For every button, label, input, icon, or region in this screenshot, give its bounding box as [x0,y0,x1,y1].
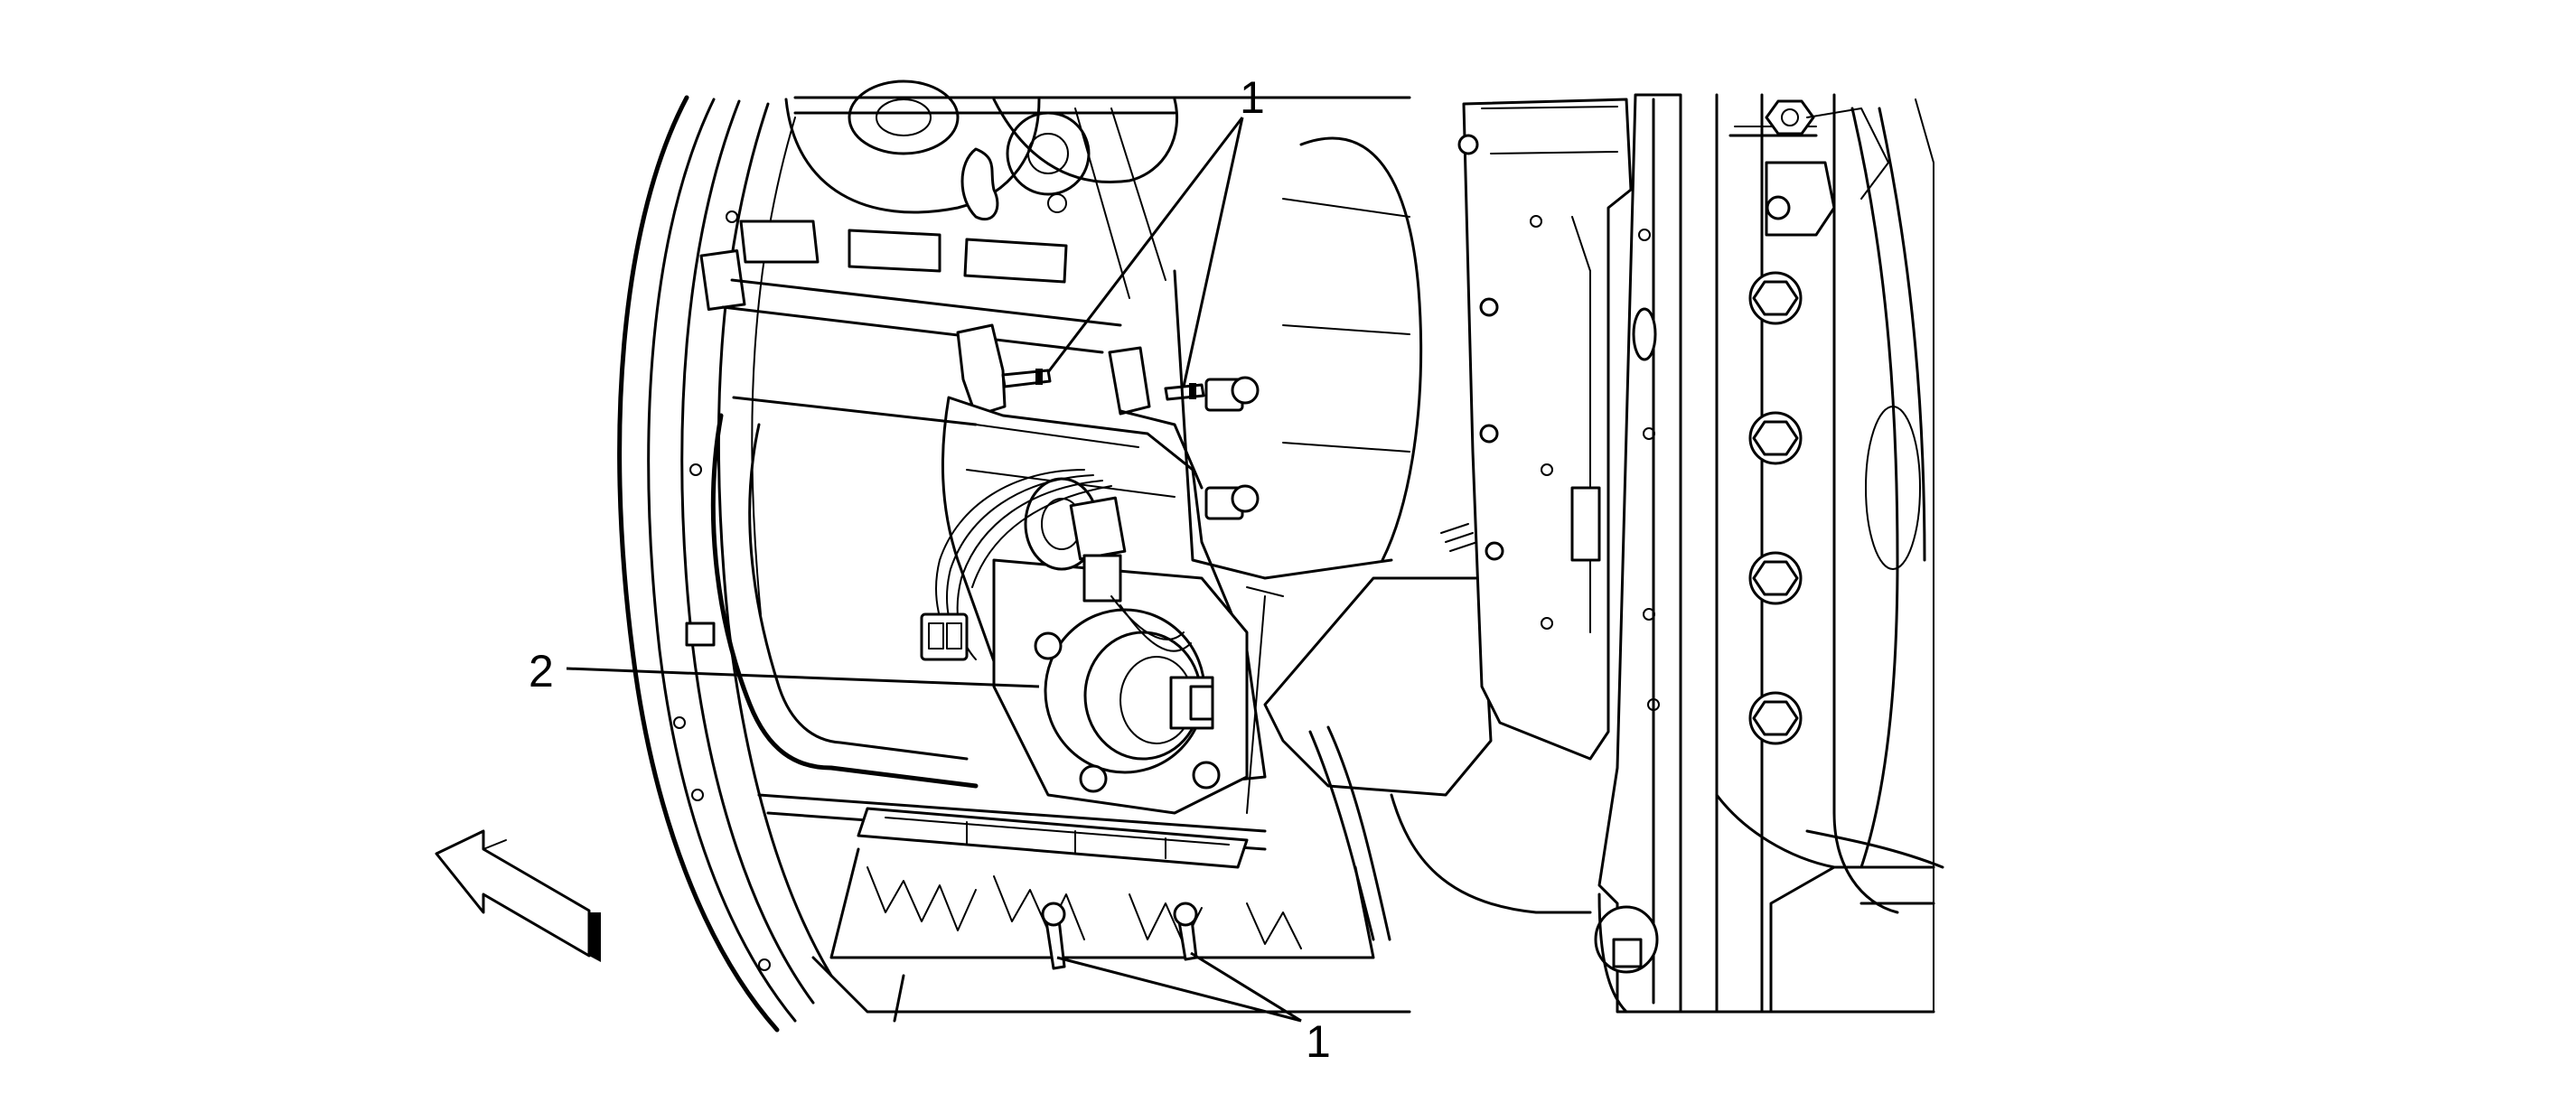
leader-line-bottom-b [1190,951,1302,1023]
bumper-outline [617,95,833,1033]
side-frame [1457,93,1682,1014]
frame-nuts [1679,93,1944,1014]
leader-line-top-b [1182,117,1244,388]
callout-label-bottom: 1 [1306,1016,1331,1067]
fog-lamp-assembly [920,469,1249,815]
callout-label-left: 2 [529,646,554,696]
callout-leaders [566,117,1302,1023]
arrow-icon [435,829,601,962]
callout-label-top: 1 [1240,72,1265,123]
inner-panel [1173,136,1592,941]
leader-line-top-a [1046,117,1244,373]
radiator-support [721,79,1411,354]
upper-screws [1001,369,1260,520]
leader-line-left [566,667,1040,688]
leader-line-bottom-a [1056,956,1302,1023]
